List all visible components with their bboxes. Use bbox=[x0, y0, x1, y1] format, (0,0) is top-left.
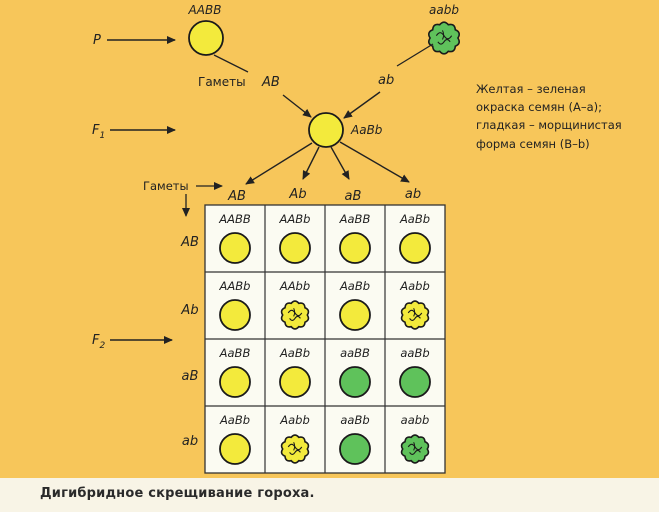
arrow-f1-to-aB bbox=[330, 146, 350, 180]
cell-genotype: aaBB bbox=[340, 346, 370, 360]
seed-smooth bbox=[399, 366, 431, 398]
line-left-to-gamete bbox=[213, 54, 249, 73]
cell-genotype: Aabb bbox=[279, 413, 310, 427]
grid-cell: aaBB bbox=[339, 346, 371, 398]
col-gamete-4: ab bbox=[405, 187, 421, 202]
grid-cell: AAbb bbox=[279, 279, 310, 330]
grid-cell: AaBb bbox=[219, 413, 251, 465]
cross-diagram: P AABB aabb Гаметы AB ab F1 AaBb Гаметы … bbox=[92, 3, 622, 474]
seed-smooth bbox=[339, 366, 371, 398]
seed-wrinkled bbox=[280, 300, 310, 330]
grid-cell: AABb bbox=[279, 212, 311, 264]
f1-label: F1 bbox=[92, 123, 105, 141]
seed-smooth bbox=[308, 112, 344, 148]
row-gamete-1: AB bbox=[180, 235, 199, 250]
col-gamete-2: Ab bbox=[288, 187, 306, 202]
grid-cell: Aabb bbox=[279, 413, 310, 464]
p-label: P bbox=[93, 33, 101, 48]
seed-smooth bbox=[279, 232, 311, 264]
cell-genotype: AABb bbox=[219, 279, 251, 293]
grid-cell: AaBb bbox=[399, 212, 431, 264]
legend-line-4: форма семян (В–b) bbox=[476, 137, 590, 151]
col-gamete-3: aB bbox=[345, 189, 362, 204]
legend-line-3: гладкая – морщинистая bbox=[476, 118, 622, 132]
parent-left-genotype: AABB bbox=[188, 3, 222, 17]
grid-cell: AaBB bbox=[339, 212, 371, 264]
seed-smooth bbox=[339, 299, 371, 331]
gametes-label-grid: Гаметы bbox=[143, 179, 189, 193]
cell-genotype: AaBb bbox=[339, 279, 370, 293]
line-right-to-gamete bbox=[396, 43, 434, 67]
seed-smooth bbox=[219, 299, 251, 331]
row-gamete-4: ab bbox=[182, 434, 198, 449]
seed-wrinkled bbox=[400, 300, 430, 330]
parent-left-seed bbox=[188, 20, 224, 56]
grid-cell: AABB bbox=[218, 212, 251, 264]
arrow-f1-to-Ab bbox=[302, 146, 320, 180]
seed-smooth bbox=[279, 366, 311, 398]
seed-smooth bbox=[339, 232, 371, 264]
row-gamete-2: Ab bbox=[180, 303, 198, 318]
arrow-gamete-right-to-f1 bbox=[343, 91, 381, 119]
gamete-left: AB bbox=[261, 75, 280, 90]
gamete-right: ab bbox=[378, 73, 394, 88]
arrow-f1-to-ab bbox=[339, 141, 410, 183]
cell-genotype: AABb bbox=[279, 212, 311, 226]
cell-genotype: AaBB bbox=[339, 212, 371, 226]
cell-genotype: AaBB bbox=[219, 346, 251, 360]
seed-smooth bbox=[399, 232, 431, 264]
grid-cell: AABb bbox=[219, 279, 251, 331]
grid-cell: aaBb bbox=[399, 346, 431, 398]
arrow-gamete-left-to-f1 bbox=[282, 94, 312, 118]
seed-smooth bbox=[219, 232, 251, 264]
grid-cell: AaBB bbox=[219, 346, 251, 398]
cell-genotype: AaBb bbox=[399, 212, 430, 226]
row-gamete-3: aB bbox=[182, 369, 199, 384]
col-gamete-1: AB bbox=[227, 189, 246, 204]
seed-smooth bbox=[339, 433, 371, 465]
arrow-f1-to-AB bbox=[245, 142, 313, 185]
grid-cell: AaBb bbox=[339, 279, 371, 331]
legend-line-1: Желтая – зеленая bbox=[476, 82, 586, 96]
cell-genotype: AaBb bbox=[219, 413, 250, 427]
legend-line-2: окраска семян (А–а); bbox=[476, 100, 602, 114]
seed-smooth bbox=[219, 366, 251, 398]
parent-right-seed bbox=[427, 21, 461, 55]
seed-wrinkled bbox=[280, 434, 310, 464]
cell-genotype: aaBb bbox=[400, 346, 429, 360]
cell-genotype: Aabb bbox=[399, 279, 430, 293]
f2-label: F2 bbox=[92, 333, 105, 351]
grid-cell: Aabb bbox=[399, 279, 430, 330]
cell-genotype: AABB bbox=[218, 212, 251, 226]
seed-smooth bbox=[188, 20, 224, 56]
grid-cell: aaBb bbox=[339, 413, 371, 465]
parent-right-genotype: aabb bbox=[429, 3, 459, 17]
seed-wrinkled bbox=[427, 21, 461, 55]
cell-genotype: aaBb bbox=[340, 413, 369, 427]
gametes-label-top: Гаметы bbox=[198, 75, 246, 89]
cell-genotype: aabb bbox=[401, 413, 430, 427]
legend: Желтая – зеленая окраска семян (А–а); гл… bbox=[476, 82, 622, 151]
grid-cell: AaBb bbox=[279, 346, 311, 398]
f1-seed bbox=[308, 112, 344, 148]
grid-cell: aabb bbox=[400, 413, 430, 464]
cell-genotype: AAbb bbox=[279, 279, 310, 293]
caption: Дигибридное скрещивание гороха. bbox=[40, 486, 315, 501]
seed-wrinkled bbox=[400, 434, 430, 464]
f1-genotype: AaBb bbox=[350, 123, 383, 137]
seed-smooth bbox=[219, 433, 251, 465]
cell-genotype: AaBb bbox=[279, 346, 310, 360]
